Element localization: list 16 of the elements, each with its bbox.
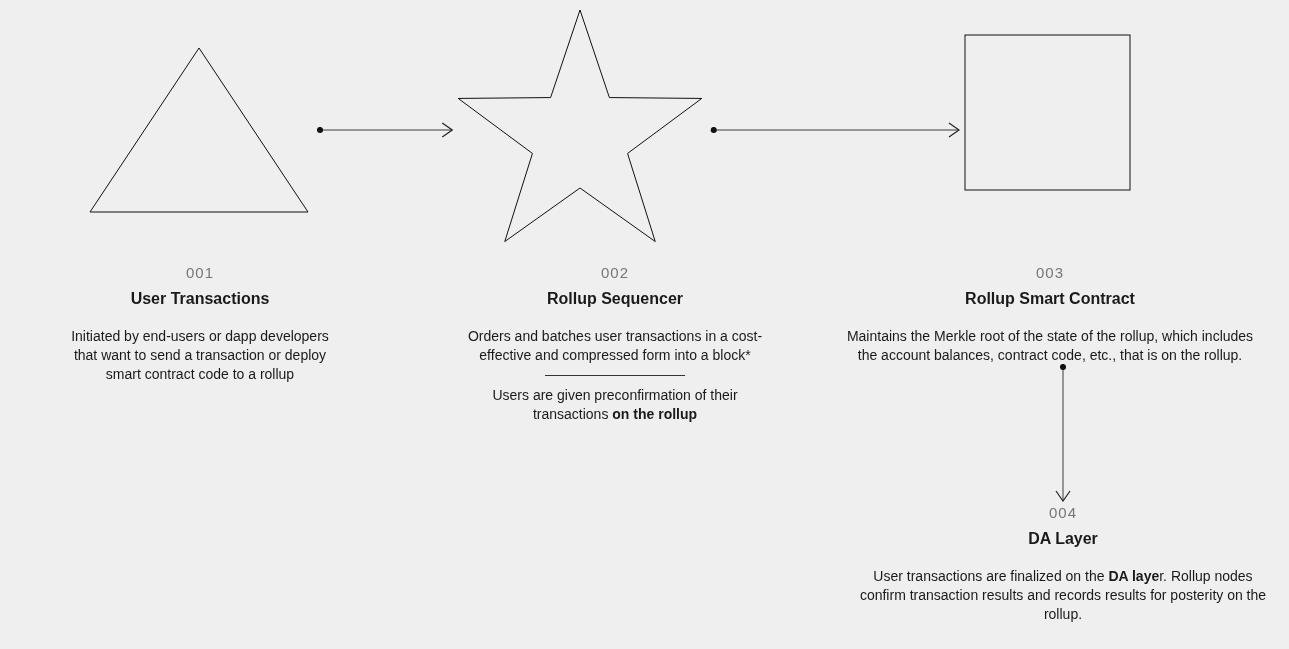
step-description: Initiated by end-users or dapp developers that want to send a transaction or deploy smart contract code to a rollup xyxy=(70,327,330,384)
step-number: 002 xyxy=(601,263,629,283)
step-number: 001 xyxy=(186,263,214,283)
step-title: Rollup Smart Contract xyxy=(965,289,1135,309)
step-title: User Transactions xyxy=(130,289,270,309)
step-title: Rollup Sequencer xyxy=(547,289,683,309)
arrow xyxy=(1055,363,1071,502)
arrow xyxy=(710,122,960,138)
step-description: Orders and batches user transactions in a cost-effective and compressed form into a block* xyxy=(466,327,764,365)
step-description: Maintains the Merkle root of the state of the rollup, which includes the account balances, contract code, etc., that is on the rollup. xyxy=(845,327,1255,365)
step-number: 004 xyxy=(1049,503,1077,523)
step-description: User transactions are finalized on the DA layer. Rollup nodes confirm transaction results and records results for posterity on the rollup. xyxy=(858,567,1268,624)
step-number: 003 xyxy=(1036,263,1064,283)
arrow xyxy=(316,122,453,138)
step-title: DA Layer xyxy=(1028,529,1098,549)
step-description: Users are given preconfirmation of their transactions on the rollup xyxy=(491,386,739,424)
